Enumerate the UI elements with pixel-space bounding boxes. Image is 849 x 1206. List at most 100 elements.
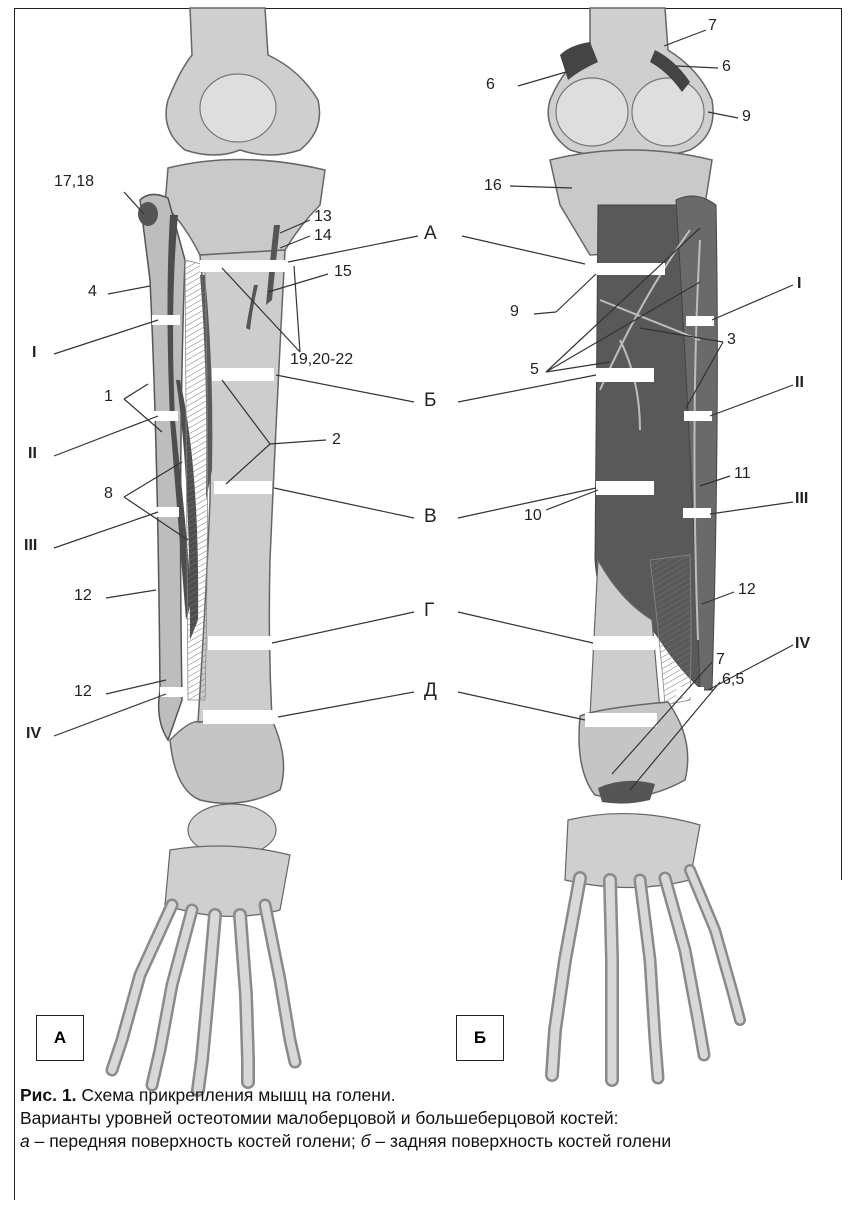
label-a-14: 14	[314, 228, 332, 244]
cut-b-level-B	[596, 368, 654, 382]
condyle-b1	[556, 78, 628, 146]
label-a-19-22: 19,20-22	[290, 352, 353, 368]
level-label-B: Б	[424, 391, 436, 410]
caption-b-letter: б	[361, 1131, 371, 1151]
label-b-12: 12	[738, 582, 756, 598]
leader-a-12a	[106, 590, 156, 598]
leader-level-A-a	[288, 236, 418, 262]
label-a-roman-III: III	[24, 538, 37, 554]
leader-b-I	[712, 285, 793, 320]
cut-b-level-D	[585, 713, 657, 727]
leader-level-D-b	[458, 692, 585, 720]
caption-line-3: а – передняя поверхность костей голени; …	[20, 1130, 840, 1153]
cut-b-fib-II	[684, 411, 712, 421]
leader-a-19b	[294, 266, 300, 352]
cut-b-fib-IV	[676, 687, 704, 697]
interosseous-membrane-a	[185, 260, 208, 700]
level-leaders	[272, 236, 596, 720]
cut-b-level-V	[596, 481, 654, 495]
caption-line-2: Варианты уровней остеотомии малоберцовой…	[20, 1107, 840, 1130]
panel-a-drawing	[54, 8, 328, 1090]
label-b-16: 16	[484, 178, 502, 194]
label-b-roman-II: II	[795, 375, 804, 391]
leader-a-IV	[54, 694, 166, 736]
cut-a-fib-II	[150, 411, 178, 421]
cut-a-fib-III	[151, 507, 179, 517]
label-b-7-top: 7	[708, 18, 717, 34]
condyle-b2	[632, 78, 704, 146]
leader-a-4	[108, 286, 150, 294]
level-label-A: А	[424, 224, 437, 243]
caption-b-text: – задняя поверхность костей голени	[370, 1131, 671, 1151]
caption-title-line: Рис. 1. Схема прикрепления мышц на голен…	[20, 1084, 840, 1107]
fibula-head-mark-a	[138, 202, 158, 226]
label-b-9-mid: 9	[510, 304, 519, 320]
label-b-roman-IV: IV	[795, 636, 810, 652]
panel-b-drawing	[510, 8, 793, 1080]
cut-a-level-B	[212, 368, 274, 381]
cut-b-level-A	[585, 263, 665, 275]
label-a-8: 8	[104, 486, 113, 502]
cut-b-fib-I	[686, 316, 714, 326]
label-a-12-upper: 12	[74, 588, 92, 604]
level-label-G: Г	[424, 601, 434, 620]
label-a-12-lower: 12	[74, 684, 92, 700]
level-label-D: Д	[424, 681, 437, 700]
label-a-4: 4	[88, 284, 97, 300]
caption-title-bold: Рис. 1.	[20, 1085, 76, 1105]
label-a-2: 2	[332, 432, 341, 448]
toe-b2-inner	[610, 880, 612, 1080]
leader-b-II	[710, 385, 793, 416]
label-b-6-5: 6,5	[722, 672, 744, 688]
tibia-head-a	[165, 159, 325, 255]
cut-a-level-V	[214, 481, 272, 494]
label-b-7-lower: 7	[716, 652, 725, 668]
cut-a-level-A	[200, 260, 285, 272]
leader-level-G-a	[272, 612, 414, 643]
leader-level-B-a	[276, 375, 414, 402]
label-b-roman-I: I	[797, 276, 801, 292]
ankle-a	[170, 720, 284, 803]
label-b-5: 5	[530, 362, 539, 378]
label-b-9-top: 9	[742, 109, 751, 125]
label-a-roman-II: II	[28, 446, 37, 462]
label-b-11: 11	[734, 466, 751, 482]
leader-a-III	[54, 512, 158, 548]
cut-b-fib-III	[683, 508, 711, 518]
leader-level-G-b	[458, 612, 593, 643]
label-a-17-18: 17,18	[54, 174, 94, 190]
panel-tag-a: А	[36, 1015, 84, 1061]
label-b-6-right: 6	[722, 59, 731, 75]
label-a-roman-IV: IV	[26, 726, 41, 742]
label-b-10: 10	[524, 508, 542, 524]
leader-a-II	[54, 416, 158, 456]
label-a-roman-I: I	[32, 345, 36, 361]
figure-caption: Рис. 1. Схема прикрепления мышц на голен…	[20, 1084, 840, 1153]
level-label-V: В	[424, 507, 437, 526]
caption-a-letter: а	[20, 1131, 30, 1151]
leader-a-1a	[124, 384, 148, 399]
toe-a5-inner	[265, 905, 295, 1062]
label-a-13: 13	[314, 209, 332, 225]
label-a-1: 1	[104, 389, 113, 405]
leader-a-2a	[270, 440, 326, 444]
leader-level-A-b	[462, 236, 585, 264]
leader-a-12b	[106, 680, 166, 694]
label-a-15: 15	[334, 264, 352, 280]
label-b-roman-III: III	[795, 491, 808, 507]
cut-b-level-G	[593, 636, 655, 650]
leader-level-V-a	[274, 488, 414, 518]
panel-tag-b: Б	[456, 1015, 504, 1061]
cut-a-level-G	[208, 636, 272, 650]
cut-a-level-D	[203, 710, 276, 724]
label-b-3: 3	[727, 332, 736, 348]
leader-a-I	[54, 320, 158, 354]
caption-title-rest: Схема прикрепления мышц на голени.	[76, 1085, 395, 1105]
caption-a-text: – передняя поверхность костей голени;	[30, 1131, 361, 1151]
leader-b-7	[664, 30, 706, 46]
leader-b-III	[710, 502, 793, 514]
leader-level-D-a	[278, 692, 414, 717]
label-b-6-left: 6	[486, 77, 495, 93]
leader-b-9b	[534, 312, 556, 314]
patella-a	[200, 74, 276, 142]
